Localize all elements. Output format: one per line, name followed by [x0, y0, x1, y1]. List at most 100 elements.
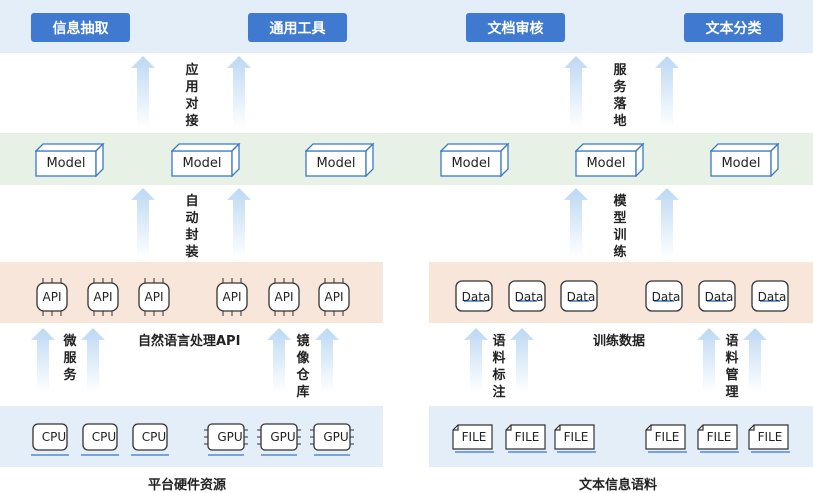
- label-image-repo: 镜像仓库: [296, 334, 310, 400]
- model-label: Model: [586, 156, 626, 171]
- chip-label: GPU: [217, 430, 243, 444]
- tag-info-extraction: 信息抽取: [31, 13, 130, 42]
- model-label: Model: [451, 156, 491, 171]
- cpu-chip-icon: CPU: [79, 420, 125, 458]
- up-arrow: [510, 328, 534, 392]
- up-arrow: [81, 328, 105, 392]
- model-cube-icon: [439, 142, 510, 178]
- chip-label: CPU: [41, 430, 67, 444]
- up-arrow: [564, 188, 588, 258]
- chip-label: API: [274, 290, 294, 304]
- api-chip-icon: API: [313, 277, 355, 317]
- cpu-chip-icon: CPU: [129, 420, 175, 458]
- chip-label: Data: [651, 290, 681, 304]
- up-arrow: [743, 328, 767, 392]
- label-service-deploy: 服务落地: [613, 63, 627, 129]
- gpu-chip-icon: GPU: [204, 420, 252, 458]
- data-caption: 训练数据: [593, 334, 646, 349]
- model-box: Model: [34, 142, 105, 178]
- data-chip-icon: Data: [557, 277, 603, 317]
- model-box: Model: [304, 142, 375, 178]
- model-box: Model: [574, 142, 645, 178]
- data-chip-icon: Data: [748, 277, 794, 317]
- cpu-chip-icon: CPU: [29, 420, 75, 458]
- data-chip-icon: Data: [505, 277, 551, 317]
- file-icon: FILE: [645, 424, 687, 453]
- model-label: Model: [46, 156, 86, 171]
- api-chip-icon: API: [263, 277, 305, 317]
- file-icon: FILE: [505, 424, 547, 453]
- gpu-chip-icon: GPU: [310, 420, 358, 458]
- up-arrow: [697, 328, 721, 392]
- gpu-chip-icon: GPU: [257, 420, 305, 458]
- chip-label: API: [144, 290, 164, 304]
- model-box: Model: [439, 142, 510, 178]
- file-label: FILE: [514, 430, 540, 444]
- up-arrow: [131, 56, 155, 128]
- up-arrow: [655, 188, 679, 258]
- label-auto-pack: 自动封装: [185, 194, 199, 260]
- up-arrow: [564, 56, 588, 128]
- data-chip-icon: Data: [642, 277, 688, 317]
- api-chip-icon: API: [82, 277, 124, 317]
- model-label: Model: [316, 156, 356, 171]
- model-box: Model: [170, 142, 241, 178]
- model-cube-icon: [304, 142, 375, 178]
- data-chip-icon: Data: [452, 277, 498, 317]
- up-arrow: [227, 188, 251, 258]
- model-cube-icon: [170, 142, 241, 178]
- model-band: [0, 133, 813, 185]
- file-label: FILE: [757, 430, 783, 444]
- chip-label: Data: [757, 290, 787, 304]
- chip-label: API: [42, 290, 62, 304]
- chip-label: Data: [514, 290, 544, 304]
- chip-label: API: [324, 290, 344, 304]
- api-chip-icon: API: [31, 277, 73, 317]
- file-label: FILE: [563, 430, 589, 444]
- file-icon: FILE: [748, 424, 790, 453]
- model-cube-icon: [709, 142, 780, 178]
- model-box: Model: [709, 142, 780, 178]
- chip-label: Data: [461, 290, 491, 304]
- up-arrow: [227, 56, 251, 128]
- label-model-training: 模型训练: [613, 194, 627, 260]
- file-label: FILE: [654, 430, 680, 444]
- up-arrow: [31, 328, 55, 392]
- hardware-caption: 平台硬件资源: [148, 478, 227, 493]
- corpus-caption: 文本信息语料: [579, 478, 658, 493]
- data-band: [429, 262, 813, 323]
- model-cube-icon: [34, 142, 105, 178]
- label-corpus-management: 语料管理: [725, 334, 739, 400]
- up-arrow: [655, 56, 679, 128]
- tag-doc-review: 文档审核: [466, 13, 565, 42]
- file-label: FILE: [461, 430, 487, 444]
- label-micro-service: 微服务: [63, 334, 77, 383]
- chip-label: Data: [566, 290, 596, 304]
- model-cube-icon: [574, 142, 645, 178]
- chip-label: GPU: [323, 430, 349, 444]
- label-corpus-annotation: 语料标注: [492, 334, 506, 400]
- file-icon: FILE: [697, 424, 739, 453]
- model-label: Model: [721, 156, 761, 171]
- chip-label: GPU: [270, 430, 296, 444]
- data-chip-icon: Data: [695, 277, 741, 317]
- up-arrow: [267, 328, 291, 392]
- label-app-docking: 应用对接: [185, 63, 199, 129]
- chip-label: API: [222, 290, 242, 304]
- file-icon: FILE: [452, 424, 494, 453]
- file-icon: FILE: [554, 424, 596, 453]
- chip-label: CPU: [141, 430, 167, 444]
- up-arrow: [131, 188, 155, 258]
- api-chip-icon: API: [211, 277, 253, 317]
- chip-label: CPU: [91, 430, 117, 444]
- up-arrow: [315, 328, 339, 392]
- file-label: FILE: [706, 430, 732, 444]
- app-band: [0, 0, 813, 53]
- model-label: Model: [182, 156, 222, 171]
- api-caption: 自然语言处理API: [138, 334, 241, 349]
- chip-label: Data: [704, 290, 734, 304]
- tag-general-tools: 通用工具: [248, 13, 347, 42]
- api-chip-icon: API: [133, 277, 175, 317]
- chip-label: API: [93, 290, 113, 304]
